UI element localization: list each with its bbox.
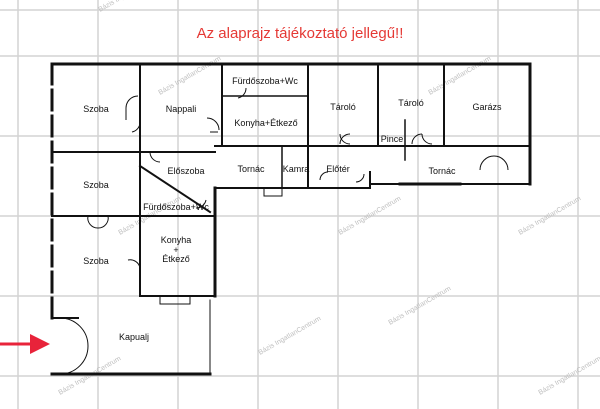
room-label-kapualj: Kapualj: [119, 332, 149, 342]
room-label-furdoszoba: Fürdőszoba+Wc: [232, 76, 298, 86]
watermark-text: Bázis IngatlanCentrum: [388, 285, 453, 327]
room-label-szoba: Szoba: [83, 104, 109, 114]
room-label-konyha: Konyha+Étkező: [234, 118, 297, 128]
watermark-text: Bázis IngatlanCentrum: [158, 55, 223, 97]
room-label-garazs: Garázs: [472, 102, 502, 112]
room-label-szoba: Szoba: [83, 180, 109, 190]
room-label-konyha: Konyha: [161, 235, 192, 245]
watermark-text: Bázis IngatlanCentrum: [428, 55, 493, 97]
disclaimer-heading: Az alaprajz tájékoztató jellegű!!: [197, 25, 404, 42]
room-label-kamra: Kamra: [283, 164, 310, 174]
doors: [59, 87, 509, 375]
room-label-tarolo: Tároló: [398, 98, 424, 108]
room-labels: Szoba Nappali Fürdőszoba+Wc Konyha+Étkez…: [83, 76, 502, 342]
room-label-tarolo: Tároló: [330, 102, 356, 112]
entrance-arrow-icon: [0, 334, 50, 354]
room-label-furdoszoba: Fürdőszoba+Wc: [143, 202, 209, 212]
room-label-eloter: Előtér: [326, 164, 350, 174]
watermark-text: Bázis IngatlanCentrum: [258, 315, 323, 357]
room-label-szoba: Szoba: [83, 256, 109, 266]
room-label-tornac: Tornác: [237, 164, 265, 174]
room-label-tornac: Tornác: [428, 166, 456, 176]
room-label-etkezo: Étkező: [162, 254, 190, 264]
walls: [50, 62, 532, 376]
room-label-pince: Pince: [381, 134, 404, 144]
room-label-konyha-plus: +: [173, 245, 178, 255]
watermark-text: Bázis IngatlanCentrum: [98, 0, 163, 14]
room-label-eloszoba: Előszoba: [167, 166, 204, 176]
room-label-nappali: Nappali: [166, 104, 197, 114]
